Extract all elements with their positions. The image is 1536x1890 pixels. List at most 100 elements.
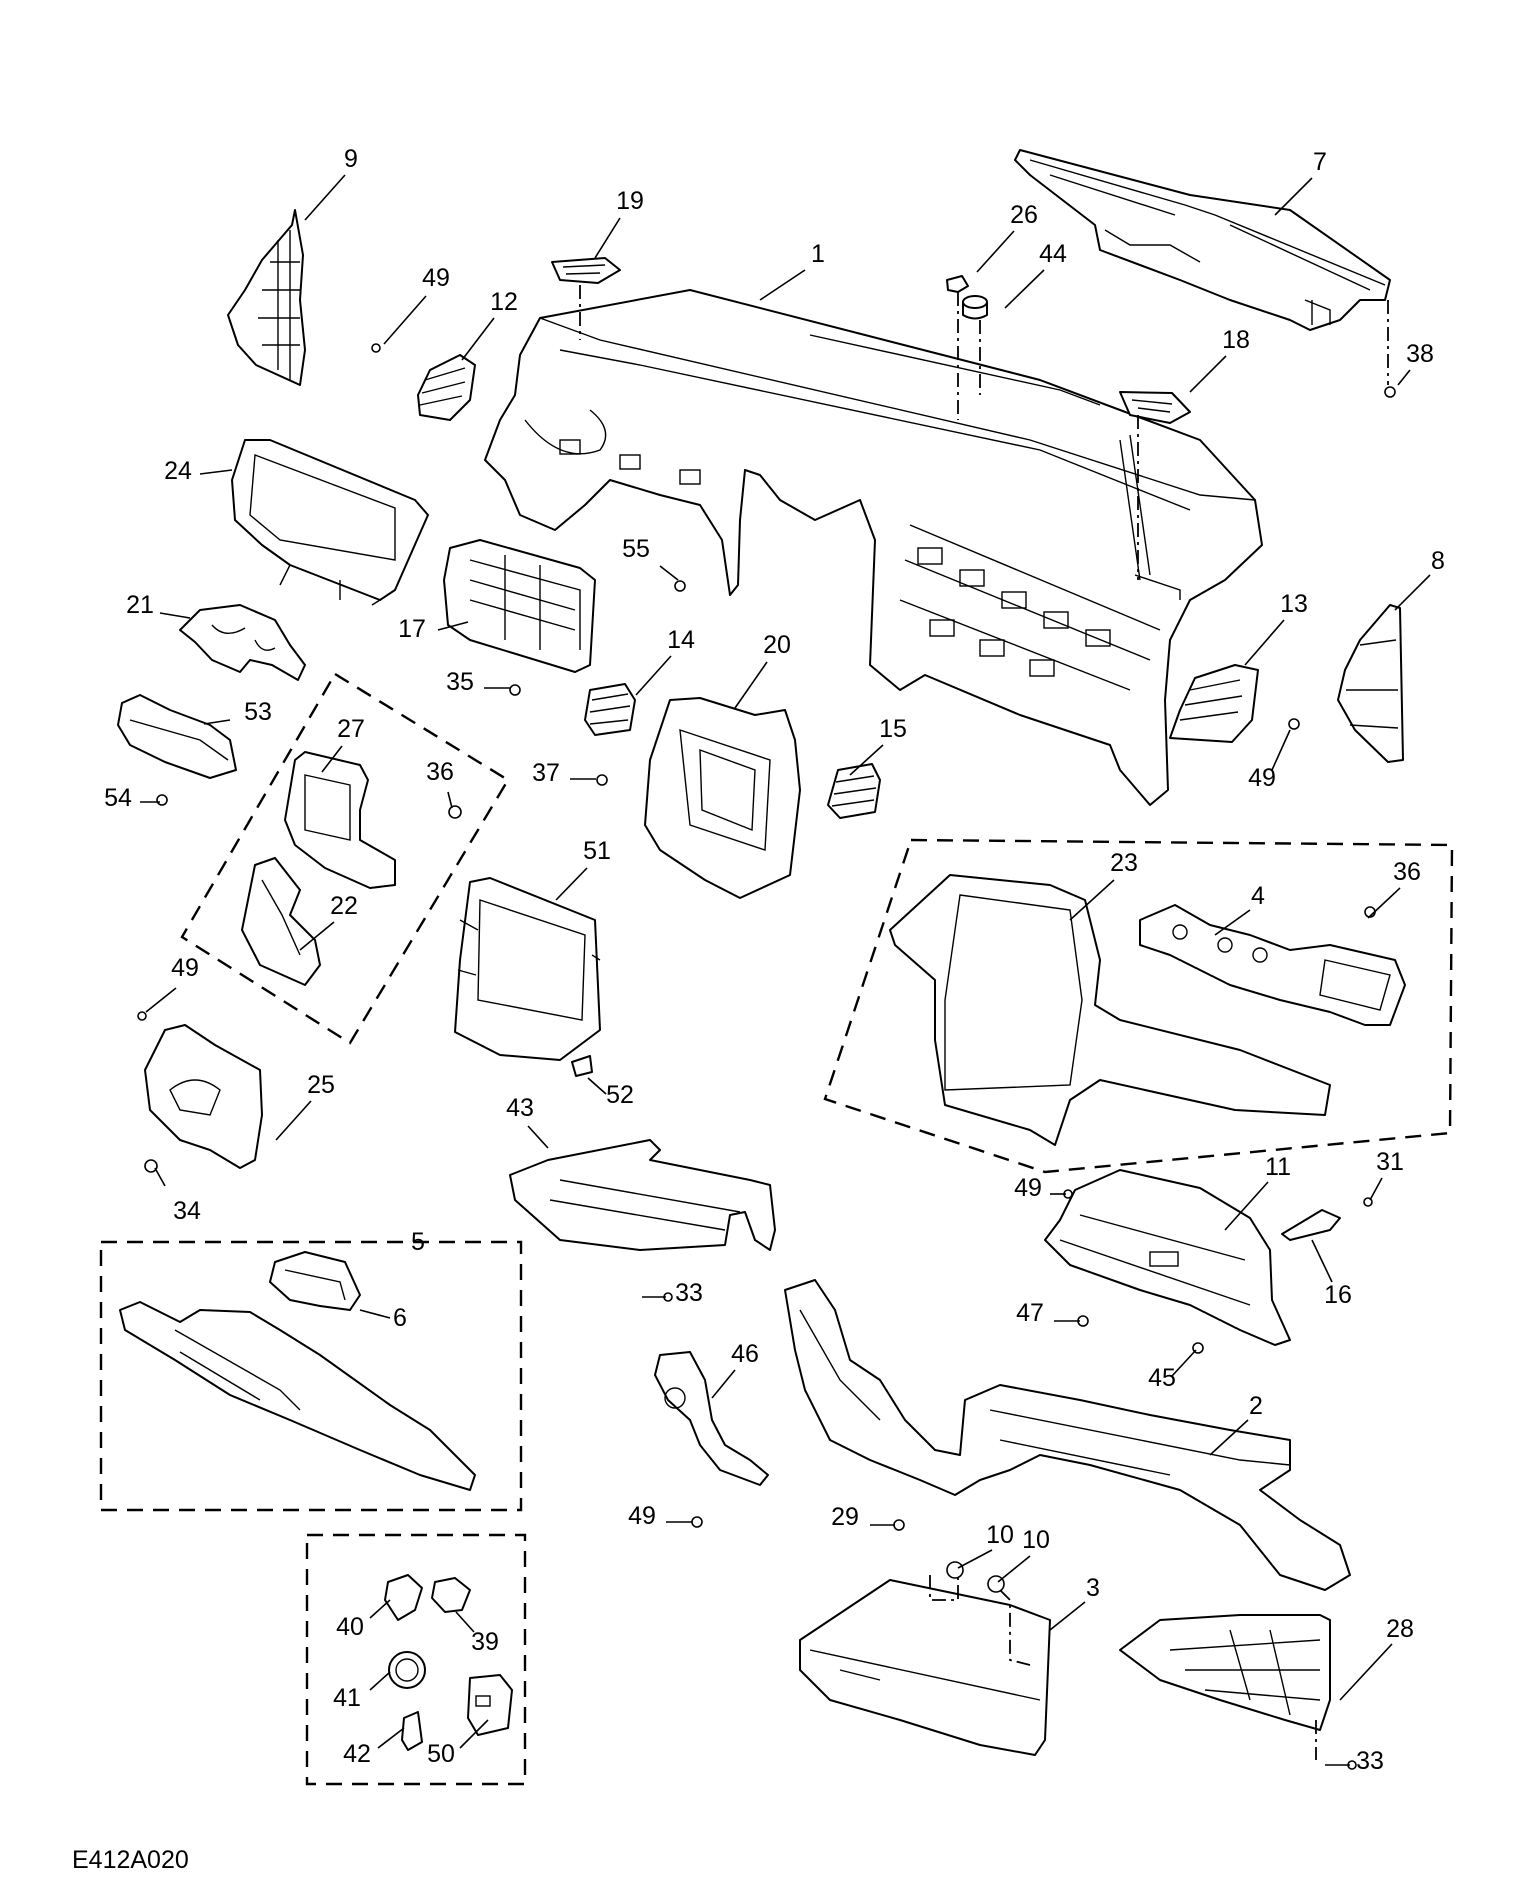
part-16-damper	[1281, 1209, 1341, 1241]
callout-label-c14: 14	[667, 626, 695, 654]
callout-label-c35: 35	[446, 668, 474, 696]
leader-line-c1	[759, 269, 806, 301]
callout-label-c10a: 10	[986, 1521, 1014, 1549]
part-20-center-stack-frame	[644, 697, 801, 899]
part-23-trim-panel	[889, 874, 1331, 1146]
callout-label-c36b: 36	[1393, 858, 1421, 886]
leader-line-c2	[1209, 1419, 1249, 1456]
callout-label-c6: 6	[393, 1304, 407, 1332]
part-5-glovebox-lid	[119, 1301, 476, 1491]
callout-label-c12: 12	[490, 288, 518, 316]
part-24-cluster-housing	[231, 439, 429, 606]
leader-line-c25	[275, 1100, 312, 1141]
leader-line-c15	[849, 744, 884, 776]
leader-line-c8	[1394, 574, 1431, 611]
callout-label-c18: 18	[1222, 326, 1250, 354]
leader-line-c22	[299, 921, 335, 951]
callout-label-c19: 19	[616, 187, 644, 215]
callout-label-c49d: 49	[1014, 1174, 1042, 1202]
leader-line-c40	[369, 1599, 391, 1619]
leader-line-c13	[1244, 619, 1285, 666]
group-box-5-6	[99, 1240, 523, 1512]
part-43-cross-bracket	[509, 1139, 776, 1251]
assembly-line-10	[929, 1568, 1031, 1666]
part-7-defroster-duct	[1014, 149, 1391, 331]
diagram-reference-code: E412A020	[72, 1846, 189, 1874]
callout-label-c25: 25	[307, 1071, 335, 1099]
part-25-knee-panel-left	[144, 1024, 263, 1169]
callout-label-c15: 15	[879, 715, 907, 743]
leader-line-c28	[1339, 1643, 1393, 1701]
leader-line-c53	[203, 719, 231, 725]
leader-line-c24	[199, 469, 233, 475]
part-13-air-vent-right	[1169, 664, 1259, 743]
part-1-instrument-panel	[484, 289, 1263, 806]
leader-line-c16	[1311, 1239, 1333, 1283]
leader-line-c26	[976, 230, 1015, 273]
callout-label-c27: 27	[337, 715, 365, 743]
callout-label-c53: 53	[244, 698, 272, 726]
part-51-display-frame	[454, 877, 601, 1061]
leader-line-c12	[461, 317, 495, 361]
callout-label-c38: 38	[1406, 340, 1434, 368]
leader-line-c4	[1214, 909, 1251, 936]
leader-line-c31	[1369, 1177, 1383, 1201]
callout-label-c44: 44	[1039, 240, 1067, 268]
leader-line-c38	[1397, 369, 1411, 386]
leader-line-c43	[527, 1125, 549, 1149]
part-8-side-panel-right	[1337, 604, 1404, 763]
leader-line-c9	[304, 174, 346, 221]
callout-label-c3: 3	[1086, 1574, 1100, 1602]
leader-line-c36b	[1367, 887, 1401, 919]
leader-line-c17	[437, 621, 469, 631]
leader-line-c18	[1189, 355, 1227, 393]
callout-label-c33b: 33	[1356, 1747, 1384, 1775]
leader-line-c46	[711, 1369, 736, 1399]
leader-line-c6	[359, 1309, 391, 1319]
callout-label-c52: 52	[606, 1081, 634, 1109]
callout-label-c55: 55	[622, 535, 650, 563]
part-52-clip	[571, 1055, 593, 1077]
part-17-electronic-module-bracket	[443, 539, 596, 673]
part-39-switch	[431, 1577, 471, 1613]
leader-line-c50	[459, 1719, 489, 1749]
callout-label-c11: 11	[1265, 1153, 1291, 1181]
callout-label-c40: 40	[336, 1613, 364, 1641]
leader-line-c34	[154, 1167, 166, 1187]
leader-line-c45	[1171, 1349, 1197, 1377]
callout-label-c51: 51	[583, 837, 611, 865]
leader-line-c14	[635, 655, 672, 696]
callout-label-c7: 7	[1313, 148, 1327, 176]
callout-label-c29: 29	[831, 1503, 859, 1531]
part-44-sensor	[962, 295, 988, 320]
callout-label-c49e: 49	[628, 1502, 656, 1530]
leader-line-c49b	[1271, 729, 1291, 771]
callout-label-c43: 43	[506, 1094, 534, 1122]
callout-label-c47: 47	[1016, 1299, 1044, 1327]
callout-label-c33a: 33	[675, 1279, 703, 1307]
callout-label-c42: 42	[343, 1740, 371, 1768]
callout-label-c49b: 49	[1248, 764, 1276, 792]
leader-line-c11	[1224, 1181, 1269, 1231]
callout-label-c2: 2	[1249, 1392, 1263, 1420]
part-19-speaker-grille	[551, 257, 621, 284]
callout-label-c54: 54	[104, 784, 132, 812]
group-box-switches	[305, 1533, 527, 1786]
callout-label-c37: 37	[532, 759, 560, 787]
callout-label-c39: 39	[471, 1628, 499, 1656]
part-28-storage-tray-right	[1119, 1614, 1331, 1731]
group-box-27-22-36	[180, 672, 510, 1045]
leader-line-c36a	[447, 791, 453, 809]
leader-line-c44	[1004, 269, 1045, 309]
part-46-bracket-left	[654, 1351, 769, 1486]
leader-line-c55	[659, 565, 679, 581]
leader-line-c21	[159, 612, 191, 619]
part-4-mounting-bracket	[1139, 904, 1406, 1026]
callout-label-c22: 22	[330, 892, 358, 920]
leader-line-c49a	[383, 295, 427, 345]
callout-label-c1: 1	[811, 240, 825, 268]
callout-label-c46: 46	[731, 1340, 759, 1368]
leader-line-c23	[1069, 879, 1115, 921]
callout-label-c9: 9	[344, 145, 358, 173]
